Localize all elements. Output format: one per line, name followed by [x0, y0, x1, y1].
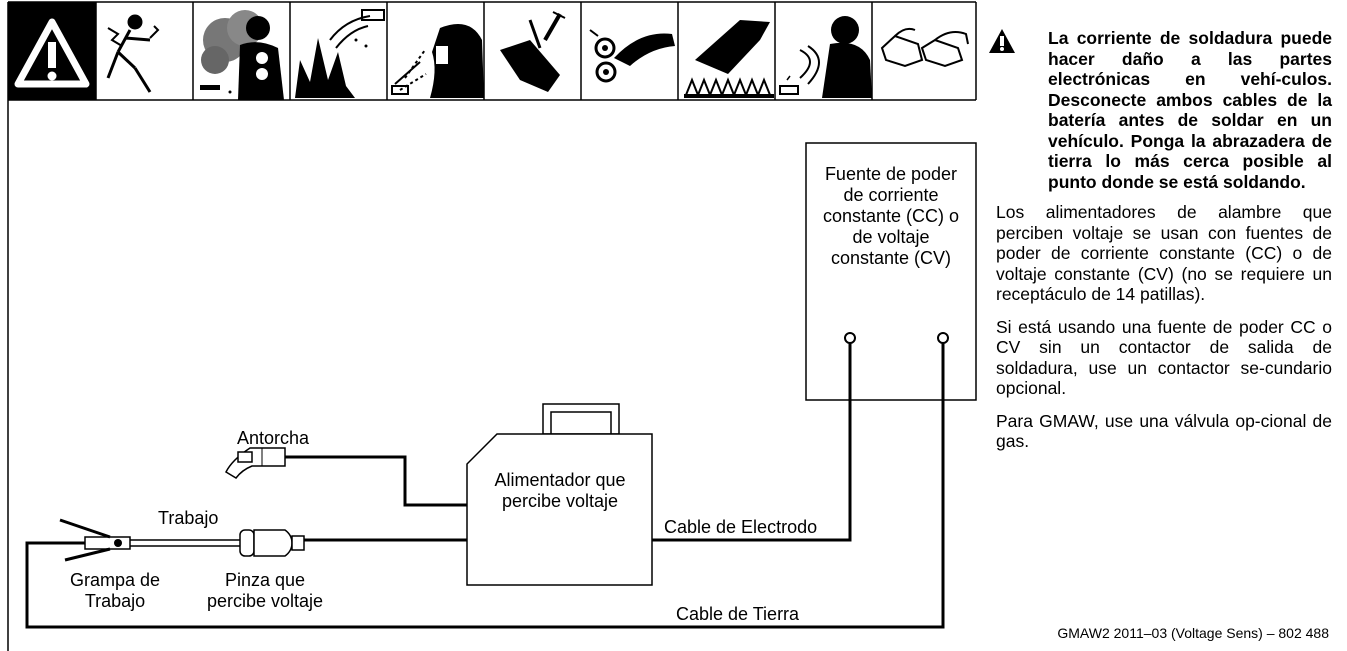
info-paragraph-2: Si está usando una fuente de poder CC o …: [996, 316, 1332, 399]
moving-parts-icon: [589, 29, 675, 83]
work-clamp-label-line: Trabajo: [84, 591, 146, 611]
ground-cable-label: Cable de Tierra: [676, 604, 800, 624]
general-warning-icon: [8, 2, 96, 100]
power-source-terminal-left: [844, 332, 856, 344]
voltage-sense-clamp-icon: [239, 529, 305, 557]
electric-shock-icon: [106, 14, 160, 93]
feeder-label-line: percibe voltaje: [501, 491, 619, 511]
power-source-label-line: constante (CV): [830, 248, 952, 268]
vehicle-warning-text: La corriente de soldadura puede hacer da…: [1048, 28, 1332, 192]
work-clamp-icon: [59, 518, 131, 562]
caution-triangle-icon: [989, 29, 1015, 53]
sense-clamp-label-line: Pinza que: [224, 570, 306, 590]
work-lead-label: Trabajo: [158, 508, 219, 528]
power-source-label: Fuente de poder de corriente constante (…: [806, 164, 976, 269]
info-paragraph-3: Para GMAW, use una válvula op-cional de …: [996, 410, 1332, 452]
electrode-cable: [652, 343, 852, 542]
power-source-box: [805, 142, 977, 401]
side-text-column: La corriente de soldadura puede hacer da…: [989, 28, 1332, 464]
sense-clamp-label: Pinza que percibe voltaje: [190, 570, 340, 612]
figure-reference: GMAW2 2011–03 (Voltage Sens) – 802 488: [1057, 625, 1329, 641]
info-paragraph-1: Los alimentadores de alambre que percibe…: [996, 202, 1332, 304]
power-source-label-line: Fuente de poder: [824, 164, 958, 184]
hot-surface-icon: [684, 20, 774, 98]
hot-parts-icon: [500, 11, 566, 92]
fumes-gases-icon: [200, 10, 284, 100]
fire-explosion-icon: [295, 9, 385, 98]
icon-strip: [8, 2, 969, 100]
ground-cable: [25, 343, 945, 629]
work-clamp-label: Grampa de Trabajo: [40, 570, 190, 612]
power-source-label-line: de corriente: [843, 185, 939, 205]
torch-label: Antorcha: [237, 428, 310, 448]
safety-glasses-icon: [880, 27, 969, 68]
power-source-label-line: constante (CC) o: [822, 206, 960, 226]
power-source-label-line: de voltaje: [852, 227, 930, 247]
noise-radiation-icon: [779, 16, 872, 98]
electrode-cable-label: Cable de Electrodo: [664, 517, 818, 537]
wire-feeder-box: [466, 433, 653, 586]
feeder-label: Alimentador que percibe voltaje: [470, 470, 650, 512]
torch-gun-icon: [225, 447, 286, 479]
feeder-label-line: Alimentador que: [494, 470, 626, 490]
work-clamp-label-line: Grampa de: [69, 570, 161, 590]
sense-clamp-label-line: percibe voltaje: [206, 591, 324, 611]
torch-cable: [285, 455, 467, 507]
arc-rays-icon: [391, 24, 484, 98]
power-source-terminal-right: [937, 332, 949, 344]
